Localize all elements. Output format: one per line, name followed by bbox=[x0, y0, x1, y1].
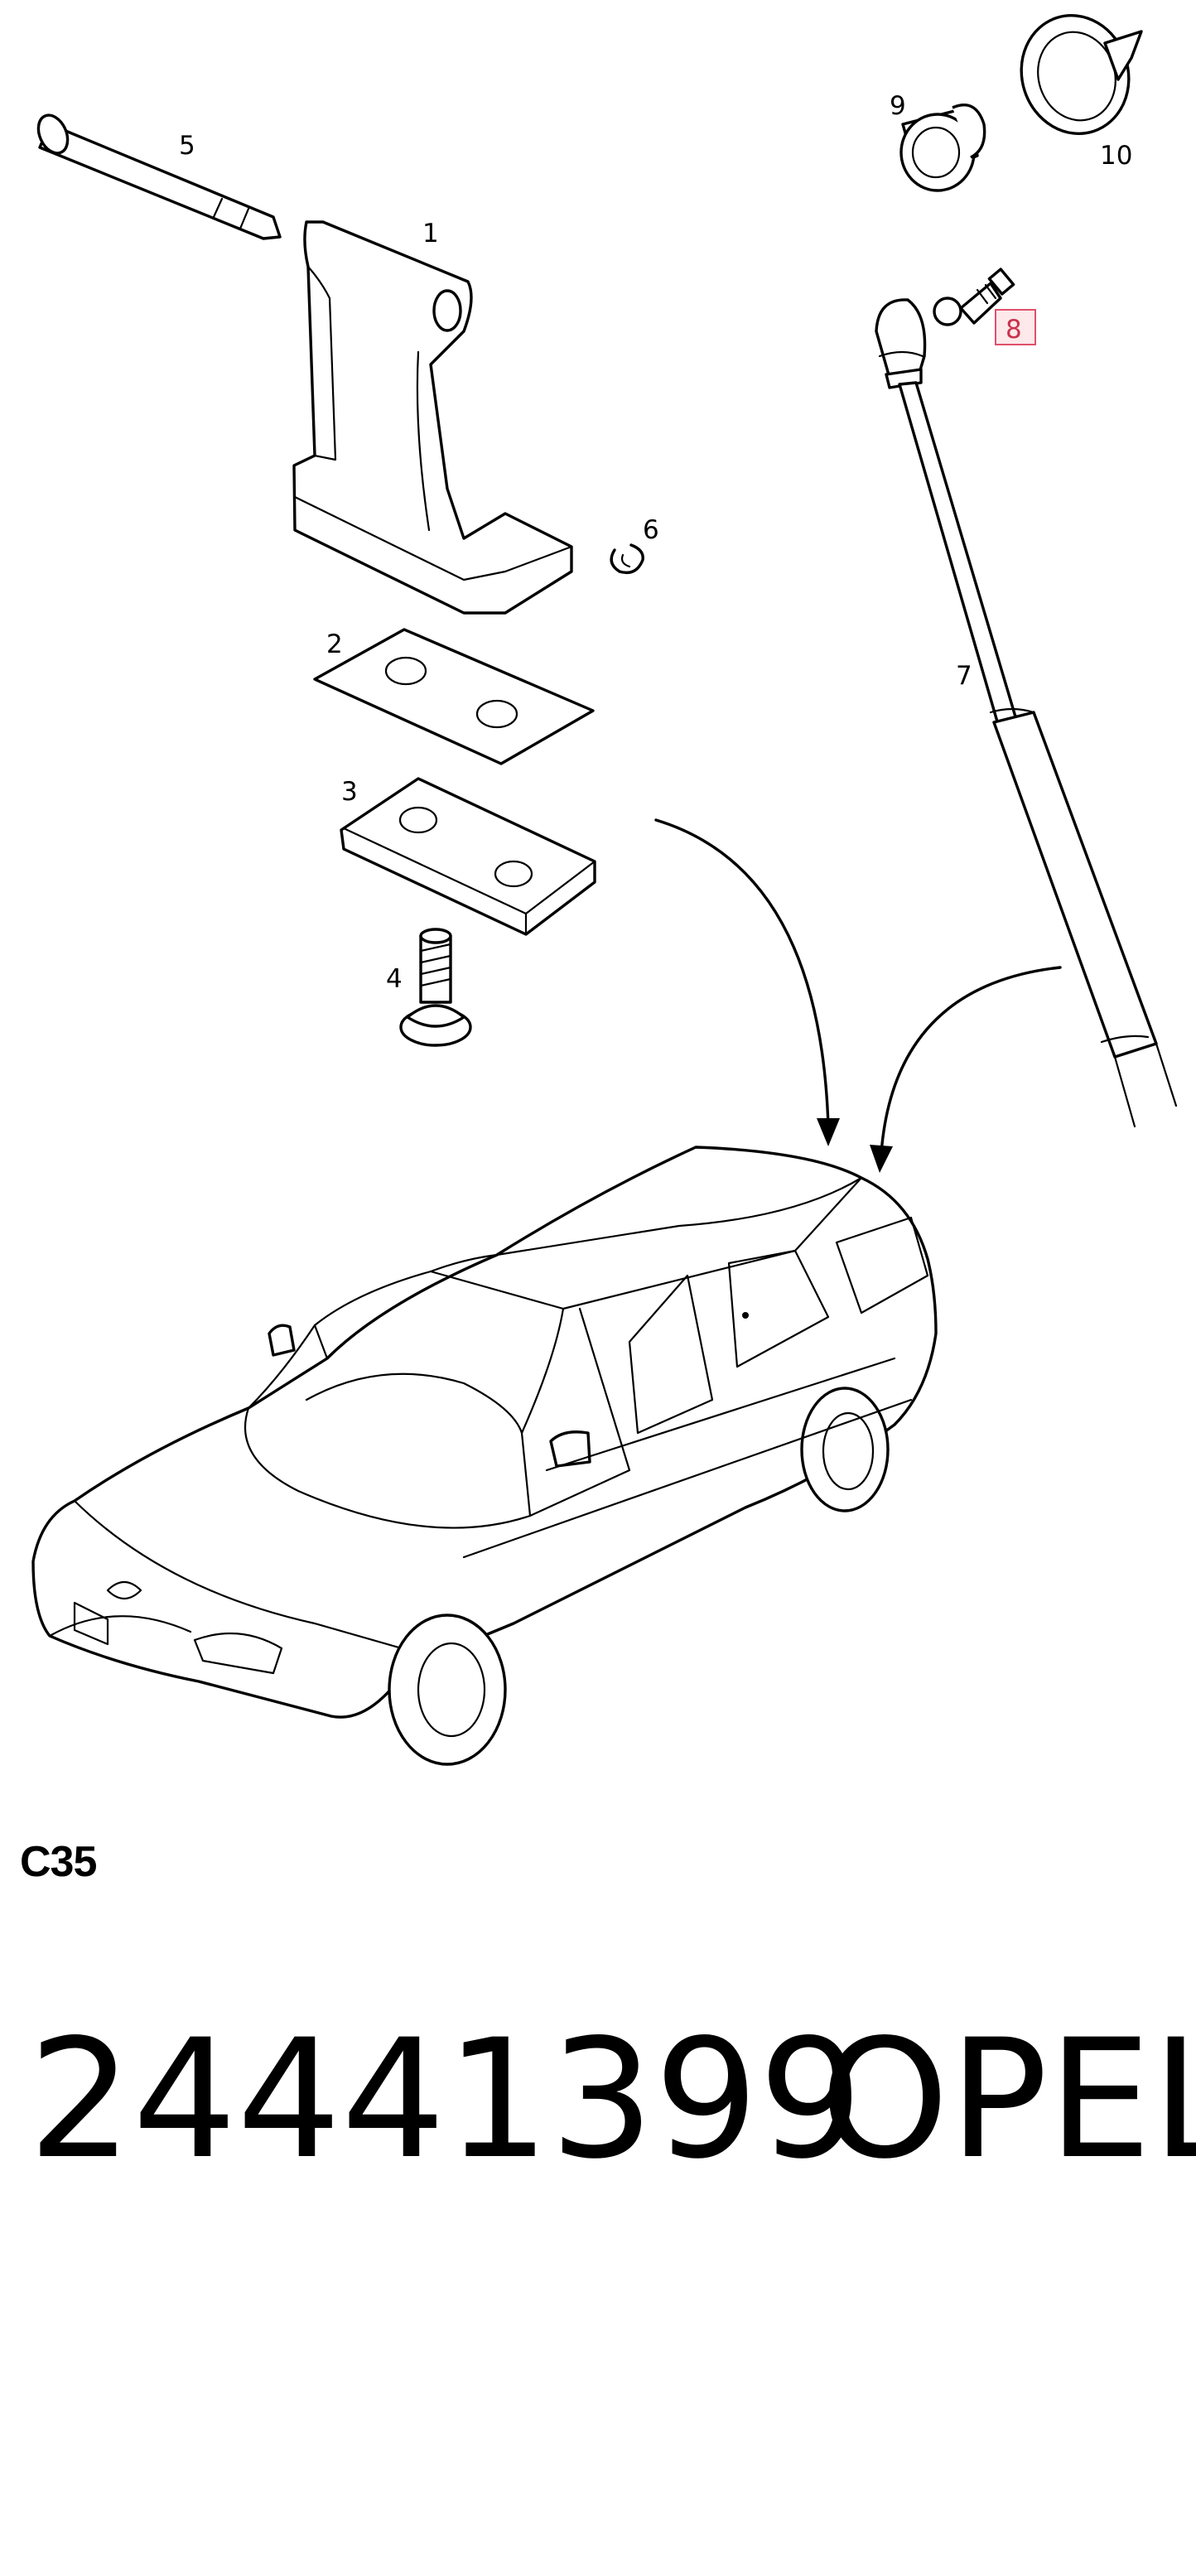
footer: 24441399 OPEL bbox=[20, 2004, 1196, 2195]
callout-9: 9 bbox=[890, 91, 906, 121]
callout-8-highlight[interactable] bbox=[995, 309, 1036, 345]
part-3-plate bbox=[340, 777, 596, 936]
callout-1: 1 bbox=[422, 219, 439, 248]
pointer-arrows bbox=[654, 818, 1062, 1173]
callout-labels: 5 1 6 2 3 4 9 10 7 8 bbox=[179, 91, 1132, 994]
callout-4: 4 bbox=[386, 964, 403, 994]
section-code: C35 bbox=[20, 1838, 97, 1886]
callout-3: 3 bbox=[341, 777, 358, 807]
part-4-screw bbox=[399, 928, 472, 1047]
part-5-pin bbox=[36, 113, 282, 240]
callout-6: 6 bbox=[643, 515, 659, 545]
callout-2: 2 bbox=[326, 630, 343, 659]
estate-car-illustration bbox=[31, 1146, 938, 1766]
callout-5: 5 bbox=[179, 131, 195, 161]
part-2-gasket bbox=[313, 628, 595, 765]
callout-7: 7 bbox=[956, 661, 972, 691]
part-number: 24441399 bbox=[28, 2004, 863, 2195]
part-9-plug bbox=[899, 104, 986, 192]
part-10-clip bbox=[1020, 14, 1143, 135]
part-1-hinge-bracket bbox=[292, 220, 573, 615]
part-7-gas-strut bbox=[875, 298, 1178, 1128]
brand-name: OPEL bbox=[820, 2004, 1196, 2195]
callout-10: 10 bbox=[1100, 141, 1132, 171]
part-8-ball-stud bbox=[933, 268, 1015, 326]
callout-8[interactable]: 8 bbox=[1006, 315, 1022, 345]
parts-diagram: 5 1 6 2 3 4 9 10 7 8 bbox=[31, 14, 1178, 1766]
part-6-clip bbox=[610, 543, 644, 575]
